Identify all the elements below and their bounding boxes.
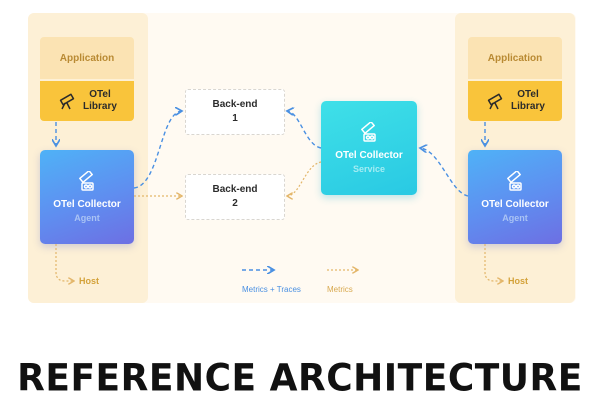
service-title: OTel Collector <box>335 150 403 161</box>
host-label-left: Host <box>79 276 99 286</box>
legend-metrics-traces-label: Metrics + Traces <box>242 285 301 294</box>
service-subtitle: Service <box>352 164 386 174</box>
telescope-icon <box>358 122 380 144</box>
otel-library-box-right: OTel Library <box>468 81 562 121</box>
telescope-icon <box>504 171 526 193</box>
arrow-left-agent-to-backend-1 <box>133 111 182 189</box>
application-label: Application <box>59 52 115 64</box>
library-label-line1: OTel <box>89 89 111 100</box>
otel-library-box-left: OTel Library <box>40 81 134 121</box>
agent-title: OTel Collector <box>481 199 549 210</box>
arrow-service-to-backend-1 <box>287 111 322 149</box>
otel-collector-agent-left: OTel Collector Agent <box>40 150 134 244</box>
arrow-service-to-backend-2 <box>287 161 322 196</box>
agent-title: OTel Collector <box>53 199 121 210</box>
arrow-right-agent-to-host <box>484 244 503 281</box>
backend-2-box: Back-end 2 <box>185 174 285 220</box>
backend-1-box: Back-end 1 <box>185 89 285 135</box>
library-label-line1: OTel <box>517 89 539 100</box>
connector-arrows <box>0 0 600 320</box>
library-label-line2: Library <box>511 101 545 112</box>
library-label-line2: Library <box>83 101 117 112</box>
backend-label-line2: 1 <box>232 113 238 124</box>
page-title: REFERENCE ARCHITECTURE <box>17 356 583 401</box>
architecture-diagram: Application OTel Library <box>0 0 600 320</box>
application-label: Application <box>487 52 543 64</box>
backend-label-line1: Back-end <box>212 184 258 195</box>
backend-label-line2: 2 <box>232 198 238 209</box>
telescope-icon <box>57 92 77 110</box>
host-label-right: Host <box>508 276 528 286</box>
arrow-right-agent-to-service <box>420 148 469 197</box>
telescope-icon <box>485 92 505 110</box>
agent-subtitle: Agent <box>74 213 100 223</box>
otel-collector-service: OTel Collector Service <box>321 101 417 195</box>
backend-label-line1: Back-end <box>212 99 258 110</box>
arrow-left-agent-to-host <box>55 244 74 281</box>
agent-subtitle: Agent <box>502 213 528 223</box>
legend-metrics-label: Metrics <box>327 285 353 294</box>
library-label: OTel Library <box>83 89 117 113</box>
telescope-icon <box>76 171 98 193</box>
otel-collector-agent-right: OTel Collector Agent <box>468 150 562 244</box>
application-box-right: Application <box>468 37 562 79</box>
application-box-left: Application <box>40 37 134 79</box>
library-label: OTel Library <box>511 89 545 113</box>
